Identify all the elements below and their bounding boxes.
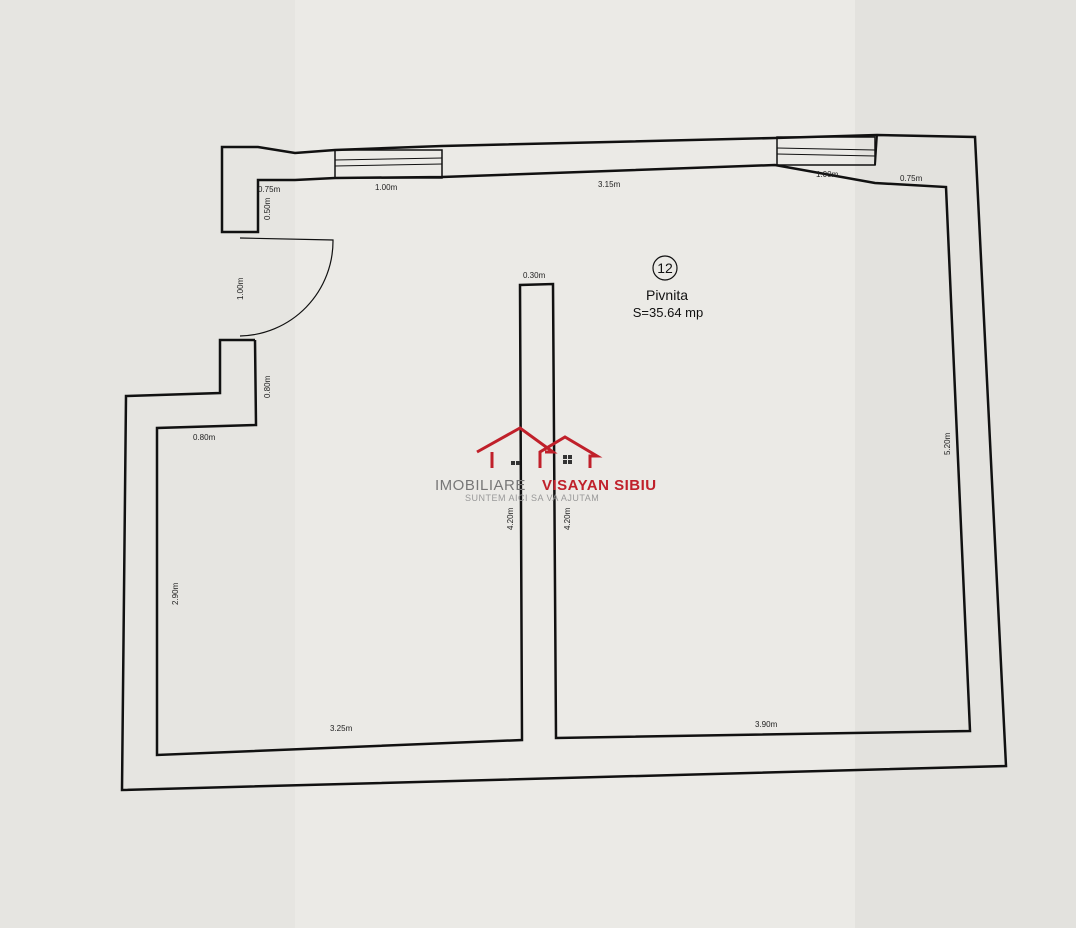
dim-left-step: 0.80m bbox=[263, 375, 272, 398]
dim-window-right: 1.00m bbox=[816, 170, 839, 179]
dim-right: 5.20m bbox=[943, 432, 952, 455]
dim-left-upper: 0.50m bbox=[263, 197, 272, 220]
dim-pillar-left: 4.20m bbox=[506, 507, 515, 530]
door-swing bbox=[239, 237, 334, 337]
paper-fold-shade bbox=[855, 0, 1076, 928]
room-number-circle bbox=[652, 255, 678, 281]
room-number: 12 bbox=[657, 260, 673, 276]
paper-fold-shade bbox=[0, 0, 295, 928]
room-area: S=35.64 mp bbox=[633, 305, 703, 320]
watermark-brand-red: VISAYAN SIBIU bbox=[542, 477, 657, 494]
dim-pillar-width: 0.30m bbox=[523, 271, 546, 280]
dim-step-width: 0.80m bbox=[193, 433, 216, 442]
dim-top-left: 0.75m bbox=[258, 185, 281, 194]
room-name: Pivnita bbox=[646, 287, 688, 303]
window-icon bbox=[511, 455, 572, 465]
dim-door: 1.00m bbox=[236, 277, 245, 300]
inner-wall bbox=[155, 163, 972, 757]
dim-top-right: 0.75m bbox=[900, 174, 923, 183]
house-icon bbox=[476, 426, 603, 468]
dim-pillar-right: 4.20m bbox=[563, 507, 572, 530]
dim-window-left: 1.00m bbox=[375, 183, 398, 192]
dim-bottom-right: 3.90m bbox=[755, 720, 778, 729]
watermark-logo: IMOBILIARE VISAYAN SIBIU SUNTEM AICI SA … bbox=[435, 426, 657, 503]
watermark-tagline: SUNTEM AICI SA VA AJUTAM bbox=[465, 493, 599, 503]
watermark-brand-grey: IMOBILIARE bbox=[435, 477, 526, 494]
dim-left-lower: 2.90m bbox=[171, 582, 180, 605]
dim-top-middle: 3.15m bbox=[598, 180, 621, 189]
walls bbox=[120, 133, 1008, 792]
window-right bbox=[776, 136, 876, 166]
dim-bottom-left: 3.25m bbox=[330, 724, 353, 733]
